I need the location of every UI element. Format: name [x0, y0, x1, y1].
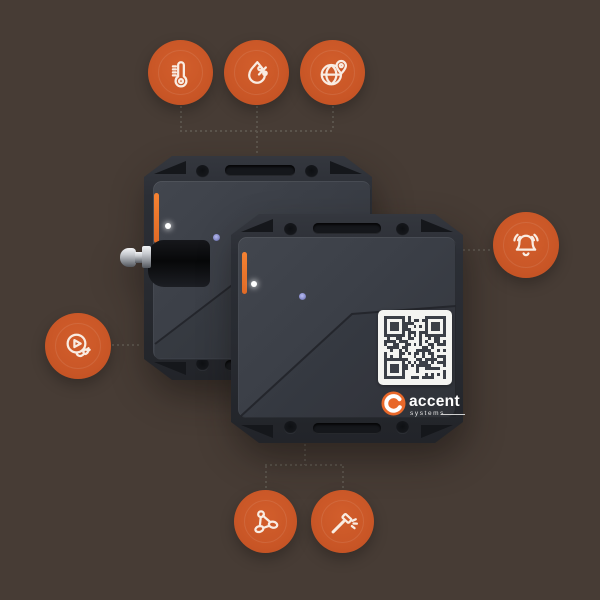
status-led: [213, 234, 220, 241]
accent-logo-mark: [381, 391, 406, 416]
grease-nipple-neck: [135, 252, 143, 263]
feature-circle-impact: [311, 490, 374, 553]
screw-hole: [284, 421, 297, 434]
power-led: [165, 223, 171, 229]
globe-location-icon: [320, 59, 347, 85]
brand-subtitle: systems: [410, 410, 446, 417]
status-stripe: [242, 252, 247, 294]
connector-drop-bottom: [304, 444, 306, 465]
impact-hammer-icon: [331, 512, 358, 533]
brand-underline: [441, 414, 465, 415]
screw-hole: [305, 165, 318, 178]
mounting-slot: [225, 165, 295, 176]
grease-nipple-collar: [142, 246, 151, 268]
qr-code: [378, 310, 452, 385]
connector-bus-bottom: [265, 464, 344, 466]
device-front: accent systems: [231, 214, 465, 443]
connector-line-alarm: [463, 249, 491, 251]
status-stripe: [154, 193, 159, 243]
feature-circle-plug-and-play: [45, 313, 111, 379]
brand-name: accent: [409, 393, 460, 410]
humidity-drop-icon: [247, 60, 268, 84]
alarm-bell-icon: [513, 233, 539, 257]
feature-circle-connectivity: [234, 490, 297, 553]
screw-hole: [284, 223, 297, 236]
mounting-slot: [313, 223, 381, 234]
connector-line-humidity: [256, 106, 258, 131]
status-led: [299, 293, 306, 300]
connector-housing: [148, 240, 210, 287]
connector-line-globe: [332, 106, 334, 131]
screw-hole: [196, 358, 209, 371]
plug-and-play-icon: [66, 333, 91, 358]
screw-hole: [396, 223, 409, 236]
feature-circle-humidity: [224, 40, 289, 105]
connector-line-network: [265, 466, 267, 490]
feature-circle-alarm: [493, 212, 559, 278]
grease-nipple-cap: [120, 248, 136, 267]
thermometer-icon: [171, 60, 188, 87]
feature-circle-geolocation: [300, 40, 365, 105]
mounting-slot: [313, 423, 381, 434]
screw-hole: [196, 165, 209, 178]
connector-line-temperature: [180, 106, 182, 131]
connector-line-plug: [112, 344, 142, 346]
power-led: [251, 281, 257, 287]
feature-circle-temperature: [148, 40, 213, 105]
network-nodes-icon: [253, 509, 278, 533]
connector-drop-top: [256, 131, 258, 157]
connector-line-impact: [342, 466, 344, 490]
qr-code-pattern: [384, 316, 446, 379]
screw-hole: [396, 421, 409, 434]
